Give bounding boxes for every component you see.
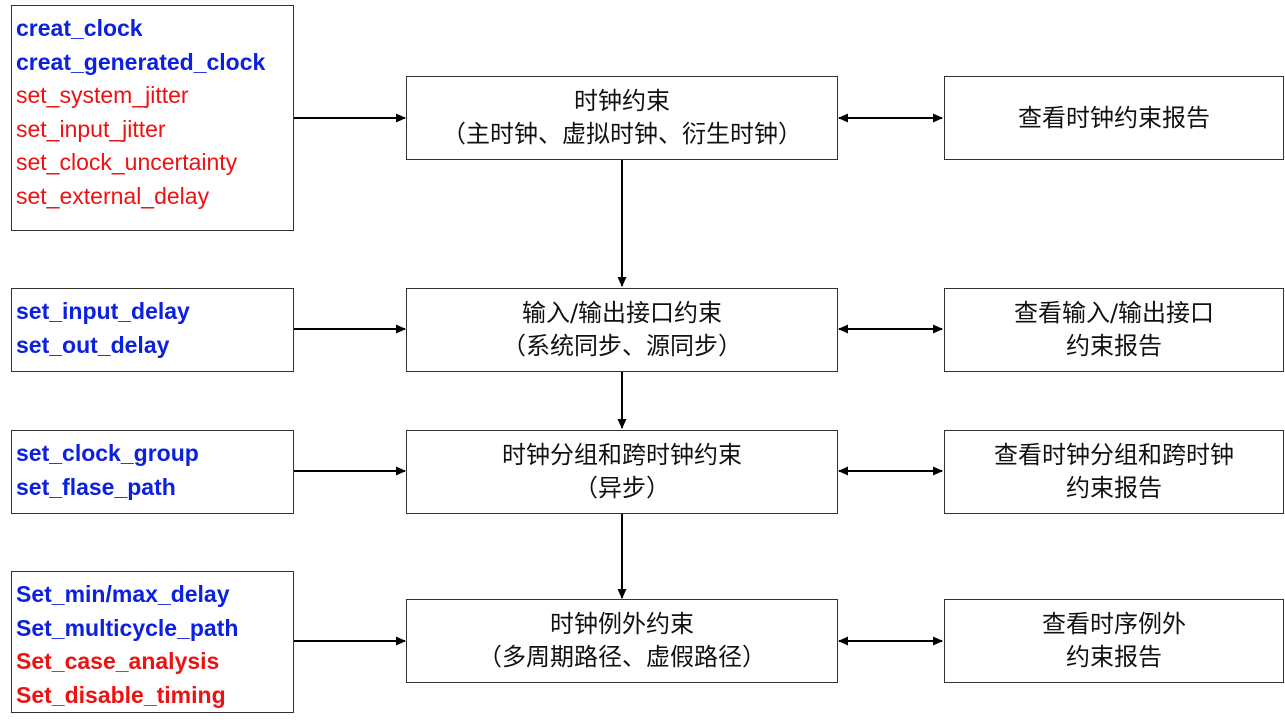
command-text: creat_generated_clock: [16, 48, 266, 75]
command-text: set_system_jitter: [16, 82, 189, 108]
constraint-subtitle: （系统同步、源同步）: [502, 332, 742, 360]
command-text: Set_multicycle_path: [16, 614, 239, 641]
report-box-io: 查看输入/输出接口 约束报告: [944, 288, 1284, 372]
report-subtitle: 约束报告: [1066, 643, 1162, 671]
report-box-clock: 查看时钟约束报告: [944, 76, 1284, 160]
constraint-title: 时钟分组和跨时钟约束: [502, 441, 742, 469]
report-title: 查看时钟分组和跨时钟: [994, 441, 1234, 469]
command-text: set_flase_path: [16, 473, 176, 500]
constraint-subtitle: （多周期路径、虚假路径）: [478, 643, 766, 671]
constraint-box-exceptions: 时钟例外约束 （多周期路径、虚假路径）: [406, 599, 838, 683]
report-subtitle: 约束报告: [1066, 332, 1162, 360]
command-text: creat_clock: [16, 15, 143, 41]
constraint-subtitle: （异步）: [574, 474, 670, 502]
report-subtitle: 约束报告: [1066, 474, 1162, 502]
report-title: 查看输入/输出接口: [1013, 299, 1215, 327]
report-title: 查看时钟约束报告: [1018, 103, 1210, 132]
command-text: set_clock_group: [16, 440, 199, 466]
command-text: set_out_delay: [16, 331, 170, 358]
command-text: set_clock_uncertainty: [16, 149, 238, 175]
report-box-exceptions: 查看时序例外 约束报告: [944, 599, 1284, 683]
command-text: Set_min/max_delay: [16, 581, 230, 607]
constraint-title: 时钟约束: [574, 87, 670, 115]
constraint-box-clock-group: 时钟分组和跨时钟约束 （异步）: [406, 430, 838, 514]
constraint-subtitle: （主时钟、虚拟时钟、衍生时钟）: [442, 120, 802, 148]
command-text: Set_case_analysis: [16, 648, 220, 674]
commands-box-io: set_input_delay set_out_delay: [11, 288, 294, 372]
constraint-box-clock: 时钟约束 （主时钟、虚拟时钟、衍生时钟）: [406, 76, 838, 160]
report-box-clock-group: 查看时钟分组和跨时钟 约束报告: [944, 430, 1284, 514]
commands-box-clock: creat_clock creat_generated_clock set_sy…: [11, 5, 294, 231]
command-text: set_input_delay: [16, 298, 190, 324]
commands-box-clock-group: set_clock_group set_flase_path: [11, 430, 294, 514]
constraint-title: 时钟例外约束: [550, 610, 694, 638]
commands-box-exceptions: Set_min/max_delay Set_multicycle_path Se…: [11, 571, 294, 713]
command-text: set_input_jitter: [16, 115, 166, 142]
command-text: Set_disable_timing: [16, 681, 226, 708]
command-text: set_external_delay: [16, 182, 210, 209]
constraint-title: 输入/输出接口约束: [521, 299, 723, 327]
constraint-box-io: 输入/输出接口约束 （系统同步、源同步）: [406, 288, 838, 372]
report-title: 查看时序例外: [1042, 610, 1186, 638]
